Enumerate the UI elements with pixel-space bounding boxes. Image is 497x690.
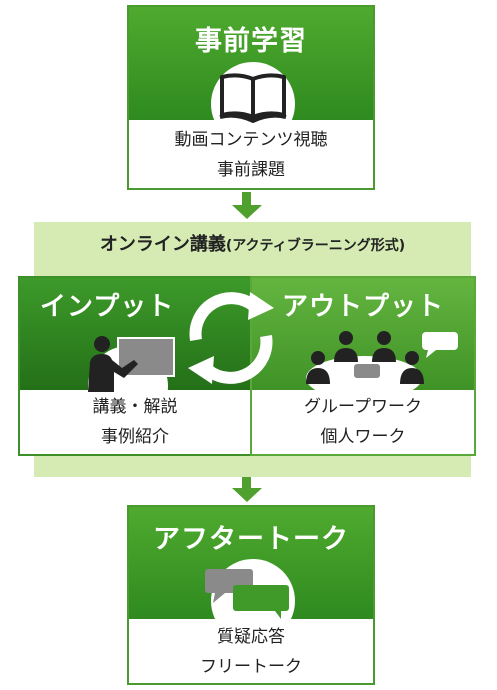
input-title: インプット (40, 292, 175, 322)
pre-study-title: 事前学習 (195, 26, 307, 57)
input-description: 講義・解説 事例紹介 (20, 392, 250, 452)
output-line1: グループワーク (304, 397, 422, 417)
output-description: グループワーク 個人ワーク (252, 392, 474, 452)
output-panel: アウトプット グループワーク 個人ワーク (250, 276, 476, 456)
pre-study-box: 事前学習 動画コンテンツ視聴 事前課題 (127, 5, 375, 190)
pre-study-line1: 動画コンテンツ視聴 (174, 130, 328, 150)
output-title: アウトプット (282, 292, 445, 322)
after-talk-description: 質疑応答 フリートーク (129, 622, 373, 682)
arrow-down-icon (232, 205, 262, 219)
cycle-arrows-icon (188, 292, 274, 384)
open-book-icon (219, 73, 287, 123)
online-lecture-title: オンライン講義(アクティブラーニング形式) (34, 230, 471, 256)
after-talk-line2: フリートーク (200, 657, 302, 677)
online-lecture-title-main: オンライン講義 (99, 234, 226, 255)
arrow-down-icon (232, 488, 262, 502)
after-talk-line1: 質疑応答 (217, 627, 285, 647)
lecturer-icon (88, 336, 175, 392)
arrow-down-1-shaft (242, 192, 251, 206)
pre-study-description: 動画コンテンツ視聴 事前課題 (129, 125, 373, 185)
arrow-down-2-shaft (242, 477, 251, 489)
chat-bubbles-icon (205, 569, 289, 619)
after-talk-box: アフタートーク 質疑応答 フリートーク (127, 505, 375, 685)
input-line2: 事例紹介 (101, 427, 169, 447)
pre-study-line2: 事前課題 (217, 160, 285, 180)
input-line1: 講義・解説 (92, 397, 178, 417)
output-line2: 個人ワーク (320, 427, 406, 447)
after-talk-title: アフタートーク (153, 524, 349, 555)
input-panel: インプット 講義・解説 事例紹介 (18, 276, 252, 456)
group-meeting-icon (306, 331, 458, 392)
online-lecture-title-paren: (アクティブラーニング形式) (225, 238, 406, 254)
